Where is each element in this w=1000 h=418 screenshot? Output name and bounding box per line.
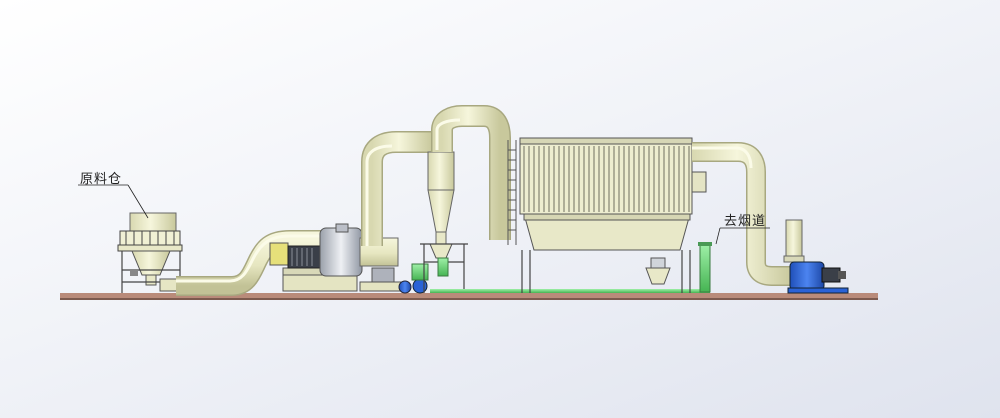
riser-pipe <box>361 131 443 246</box>
to-chimney-label: 去烟道 <box>724 214 767 229</box>
return-conveyor <box>430 242 712 293</box>
bag-filter <box>507 137 707 293</box>
exhaust-fan <box>783 219 849 294</box>
base-rail <box>60 293 878 300</box>
exhaust-pipe <box>692 142 792 286</box>
raw-bin-leader <box>78 184 149 219</box>
cyclone-separator <box>420 105 511 293</box>
to-chimney-leader <box>715 227 770 245</box>
feed-pipe <box>176 230 330 296</box>
mill-assembly <box>269 223 429 294</box>
raw-material-bin <box>117 212 183 293</box>
raw-material-bin-label: 原料仓 <box>80 172 123 187</box>
